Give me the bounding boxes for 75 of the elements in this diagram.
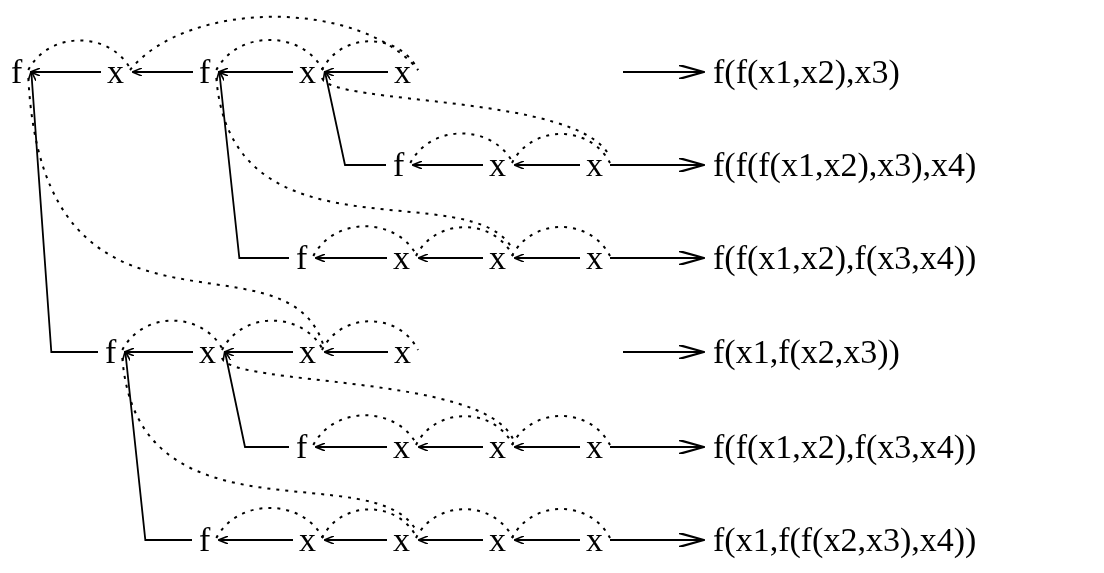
dotted-arc [321,40,419,71]
tree-branch [121,350,193,541]
variable-symbol: x [298,337,317,367]
variable-symbol: x [488,150,507,180]
tree-branch [322,70,387,166]
arrow [609,438,706,456]
dotted-arc [415,415,514,446]
function-symbol: f [104,337,118,367]
arrow [411,160,484,170]
arrow [217,535,294,545]
arrow [29,67,102,77]
dotted-arc [415,226,514,257]
arrow [417,253,484,263]
variable-symbol: x [392,432,411,462]
dotted-arc [27,39,132,71]
variable-symbol: x [392,243,411,273]
variable-symbol: x [298,525,317,555]
arrow [223,347,294,357]
arrow [314,253,388,263]
dotted-arc [312,225,418,257]
function-symbol: f [295,432,309,462]
function-symbol: f [295,243,309,273]
dotted-arc [321,508,418,539]
dotted-arc [511,415,611,446]
variable-symbol: x [198,337,217,367]
arrow [609,249,706,267]
dotted-arc [121,319,224,351]
arrow [131,67,194,77]
dotted-arc [27,77,324,345]
arrow [622,343,706,361]
variable-symbol: x [488,525,507,555]
arrow [323,535,388,545]
variable-symbol: x [106,57,125,87]
arrow [513,535,581,545]
dotted-arc [321,320,419,351]
dotted-arc [221,357,514,440]
arrow [417,442,484,452]
function-symbol: f [10,57,24,87]
arrow [323,347,389,357]
dotted-arc [511,508,611,539]
dotted-arc [409,132,514,164]
variable-symbol: x [488,243,507,273]
arrow [513,442,581,452]
arrow [622,63,706,81]
arrow [417,535,484,545]
dotted-arc [415,508,514,539]
dotted-arc [511,226,611,257]
arrow [609,156,706,174]
function-symbol: f [392,150,406,180]
dotted-arc [511,133,611,164]
arrow [513,160,581,170]
variable-symbol: x [298,57,317,87]
arrow [513,253,581,263]
variable-symbol: x [393,57,412,87]
tree-branch [222,350,290,448]
variable-symbol: x [585,243,604,273]
tree-branch [215,70,290,259]
variable-symbol: x [488,432,507,462]
function-symbol: f [198,57,212,87]
variable-symbol: x [585,432,604,462]
variable-symbol: x [585,525,604,555]
arrow [609,531,706,549]
variable-symbol: x [585,150,604,180]
variable-symbol: x [393,337,412,367]
arrow [314,442,388,452]
dotted-arc [312,414,418,446]
function-symbol: f [198,525,212,555]
variable-symbol: x [392,525,411,555]
dotted-arc [215,506,324,539]
arrow [217,67,294,77]
dotted-arc [221,319,324,351]
arrow [323,67,389,77]
tree-branch [27,70,99,353]
dotted-arc [215,38,324,71]
arrow [123,347,194,357]
